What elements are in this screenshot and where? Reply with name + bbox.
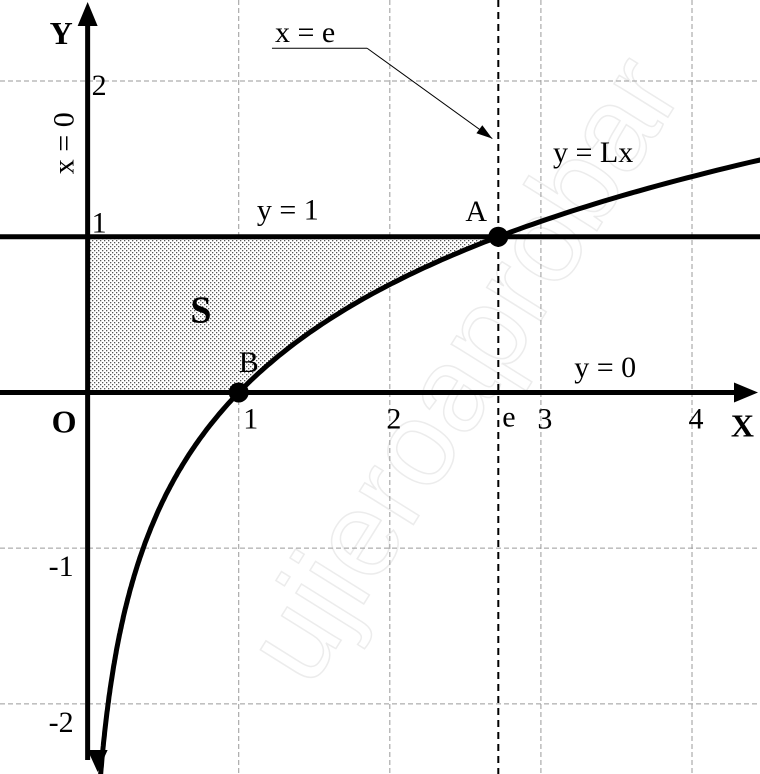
line-label-x0: x = 0 — [48, 112, 81, 174]
origin-label: O — [52, 404, 77, 440]
curve-label: y = Lx — [553, 136, 633, 169]
y-tick-label-1: 1 — [92, 207, 107, 240]
x-tick-label-2: 2 — [386, 402, 401, 435]
x-tick-label-4: 4 — [689, 402, 704, 435]
x-axis-arrowhead — [734, 382, 758, 403]
x-tick-label-1: 1 — [243, 402, 258, 435]
point-b — [228, 382, 249, 403]
tick-labels: 1 2 3 4 2 1 -1 -2 — [49, 69, 704, 739]
callout-arrowhead — [476, 125, 493, 139]
y-tick-label-2: 2 — [92, 69, 107, 102]
callout-leader — [366, 47, 493, 140]
e-line-callout — [271, 47, 493, 140]
y-axis-arrow-up — [77, 2, 98, 26]
x-axis-label: X — [731, 408, 754, 444]
x-tick-label-3: 3 — [537, 402, 552, 435]
point-label-b: B — [239, 346, 259, 379]
curve-ln-x — [98, 157, 760, 774]
y-tick-label--1: -1 — [49, 550, 74, 583]
region-s — [87, 236, 499, 393]
line-label-y0: y = 0 — [574, 351, 636, 384]
region-label: S — [190, 289, 211, 331]
point-label-a: A — [465, 195, 487, 228]
e-tick-label: e — [502, 401, 515, 434]
y-axis-label: Y — [50, 15, 73, 51]
point-a — [488, 226, 509, 247]
points — [228, 226, 509, 403]
line-label-xe: x = e — [275, 16, 335, 49]
y-tick-label--2: -2 — [49, 706, 74, 739]
line-label-y1: y = 1 — [257, 194, 319, 227]
